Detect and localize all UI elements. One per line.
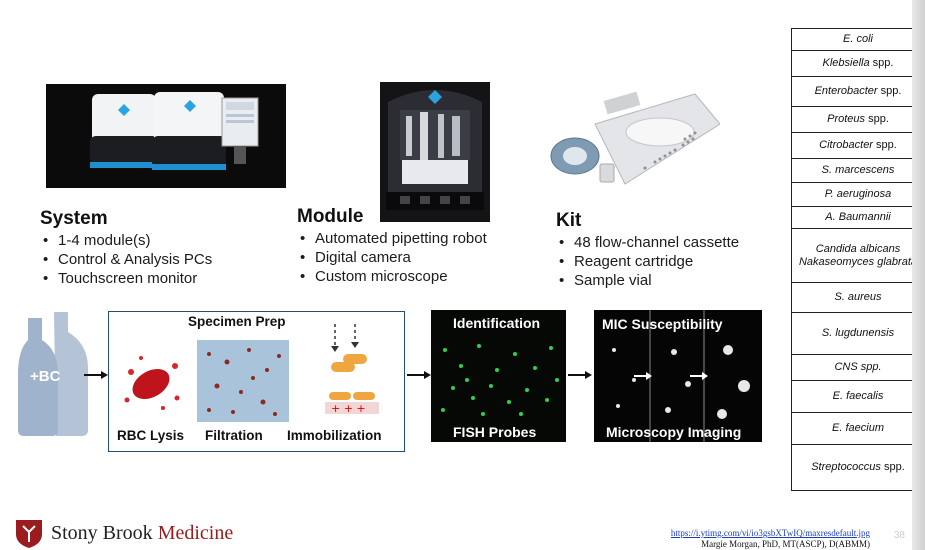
svg-text:+ + +: + + + (331, 402, 366, 415)
fish-probe-dots-icon (441, 344, 559, 416)
stony-brook-medicine-logo: Stony Brook Medicine (14, 518, 233, 548)
table-row: S. marcescens (791, 158, 925, 183)
identification-panel: Identification FISH Probes (431, 310, 566, 442)
organism-cell: E. faecalis (791, 380, 925, 413)
module-robot-image (380, 82, 490, 222)
microscopy-cells-icon (612, 310, 750, 442)
source-link[interactable]: https://i.ytimg.com/vi/io3gsbXTwIQ/maxre… (670, 528, 870, 538)
organism-cell: Citrobacter spp. (791, 132, 925, 159)
table-row: S. lugdunensis (791, 312, 925, 355)
module-bullet: Custom microscope (297, 267, 487, 286)
filtration-label: Filtration (205, 428, 263, 443)
table-row: A. Baumannii (791, 206, 925, 229)
organism-cell: Enterobacter spp. (791, 76, 925, 107)
organism-cell: P. aeruginosa (791, 182, 925, 207)
shield-logo-icon (16, 520, 42, 548)
table-row: Proteus spp. (791, 106, 925, 133)
organism-panel-table: E. coli Klebsiella spp. Enterobacter spp… (791, 28, 925, 491)
kit-bullet: Reagent cartridge (556, 252, 739, 271)
fish-probes-label: FISH Probes (453, 424, 537, 440)
kit-bullet: 48 flow-channel cassette (556, 233, 739, 252)
rbc-lysis-label: RBC Lysis (117, 428, 185, 443)
organism-cell: Klebsiella spp. (791, 50, 925, 77)
system-bullet-list: 1-4 module(s) Control & Analysis PCs Tou… (40, 231, 212, 288)
mic-susceptibility-label: MIC Susceptibility (602, 316, 723, 332)
table-row: S. aureus (791, 282, 925, 313)
organism-cell: S. aureus (791, 282, 925, 313)
organism-cell: S. marcescens (791, 158, 925, 183)
table-row: P. aeruginosa (791, 182, 925, 207)
arrow-icon (84, 371, 108, 379)
module-bullet: Automated pipetting robot (297, 229, 487, 248)
system-instrument-image (46, 84, 286, 188)
blood-culture-bottles-icon (18, 312, 88, 436)
system-bullet: 1-4 module(s) (40, 231, 212, 250)
mic-susceptibility-panel: MIC Susceptibility Microscopy Imaging (594, 310, 762, 442)
table-row: CNS spp. (791, 354, 925, 381)
slide-edge-shadow (912, 0, 925, 550)
microscopy-imaging-label: Microscopy Imaging (606, 424, 742, 440)
organism-cell: Proteus spp. (791, 106, 925, 133)
bottle-label: +BC (30, 368, 61, 385)
table-row: E. faecalis (791, 380, 925, 413)
table-row: Enterobacter spp. (791, 76, 925, 107)
logo-wordmark: Stony Brook Medicine (51, 522, 234, 544)
organism-cell: E. faecium (791, 412, 925, 445)
author-credit: Margie Morgan, PhD, MT(ASCP), D(ABMM) (701, 539, 870, 549)
table-row: Streptococcus spp. (791, 444, 925, 491)
immobilization-icon: + + + (325, 324, 379, 415)
page-number: 38 (893, 530, 905, 541)
table-row: E. coli (791, 28, 925, 51)
organism-cell: S. lugdunensis (791, 312, 925, 355)
identification-label: Identification (453, 315, 541, 331)
system-bullet: Touchscreen monitor (40, 269, 212, 288)
kit-heading: Kit (556, 210, 582, 231)
table-row: E. faecium (791, 412, 925, 445)
organism-cell: A. Baumannii (791, 206, 925, 229)
organism-cell: Streptococcus spp. (791, 444, 925, 491)
specimen-prep-title: Specimen Prep (188, 314, 286, 329)
immobilization-label: Immobilization (287, 428, 382, 443)
table-row: Citrobacter spp. (791, 132, 925, 159)
organism-cell: CNS spp. (791, 354, 925, 381)
module-bullet-list: Automated pipetting robot Digital camera… (297, 229, 487, 286)
table-row: Klebsiella spp. (791, 50, 925, 77)
kit-bullet-list: 48 flow-channel cassette Reagent cartrid… (556, 233, 739, 290)
table-row: Candida albicans Nakaseomyces glabrata (791, 228, 925, 283)
kit-cassette-image (545, 84, 721, 194)
rbc-lysis-icon (124, 356, 180, 410)
module-bullet: Digital camera (297, 248, 487, 267)
organism-cell: Candida albicans Nakaseomyces glabrata (791, 228, 925, 283)
arrow-icon (407, 371, 431, 379)
organism-cell: E. coli (791, 28, 925, 51)
arrow-icon (568, 371, 592, 379)
kit-bullet: Sample vial (556, 271, 739, 290)
filtration-membrane-icon (197, 340, 289, 422)
system-bullet: Control & Analysis PCs (40, 250, 212, 269)
module-heading: Module (297, 206, 364, 227)
system-heading: System (40, 208, 108, 229)
specimen-prep-box: Specimen Prep + + + RBC Lysis Filtration… (108, 311, 405, 452)
